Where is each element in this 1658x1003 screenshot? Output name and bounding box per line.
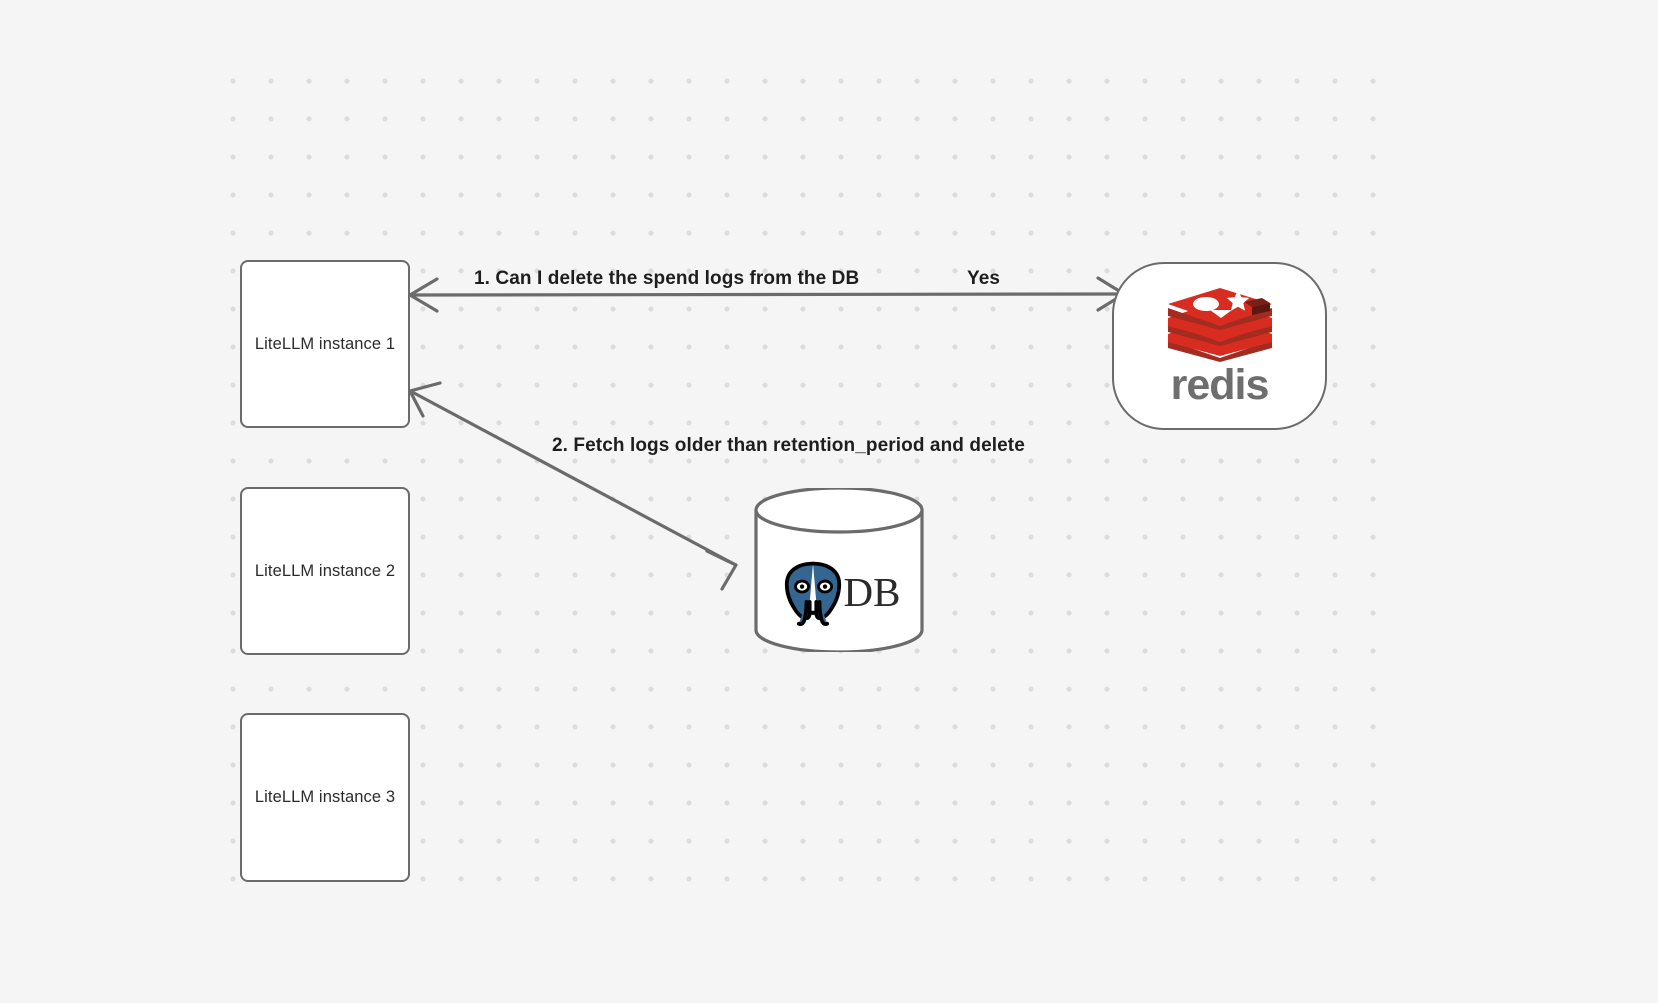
edge-label-1: 1. Can I delete the spend logs from the … bbox=[474, 268, 860, 289]
node-label: LiteLLM instance 3 bbox=[254, 788, 396, 806]
node-postgres-db[interactable]: DB bbox=[753, 486, 925, 654]
node-litellm-instance-2[interactable]: LiteLLM instance 2 bbox=[240, 487, 410, 655]
db-label: DB bbox=[843, 569, 901, 615]
redis-wordmark: redis bbox=[1170, 360, 1270, 409]
node-litellm-instance-3[interactable]: LiteLLM instance 3 bbox=[240, 713, 410, 882]
redis-stack-logo-icon bbox=[1166, 286, 1274, 362]
edge-label-2: 2. Fetch logs older than retention_perio… bbox=[552, 435, 1025, 456]
postgresql-elephant-icon bbox=[778, 557, 848, 627]
edge-label-1-reply: Yes bbox=[967, 268, 1001, 289]
edge-instance1-db bbox=[408, 381, 738, 591]
node-litellm-instance-1[interactable]: LiteLLM instance 1 bbox=[240, 260, 410, 428]
node-label: LiteLLM instance 2 bbox=[254, 561, 396, 580]
node-redis[interactable]: redis bbox=[1112, 262, 1327, 430]
node-label: LiteLLM instance 1 bbox=[254, 334, 396, 353]
